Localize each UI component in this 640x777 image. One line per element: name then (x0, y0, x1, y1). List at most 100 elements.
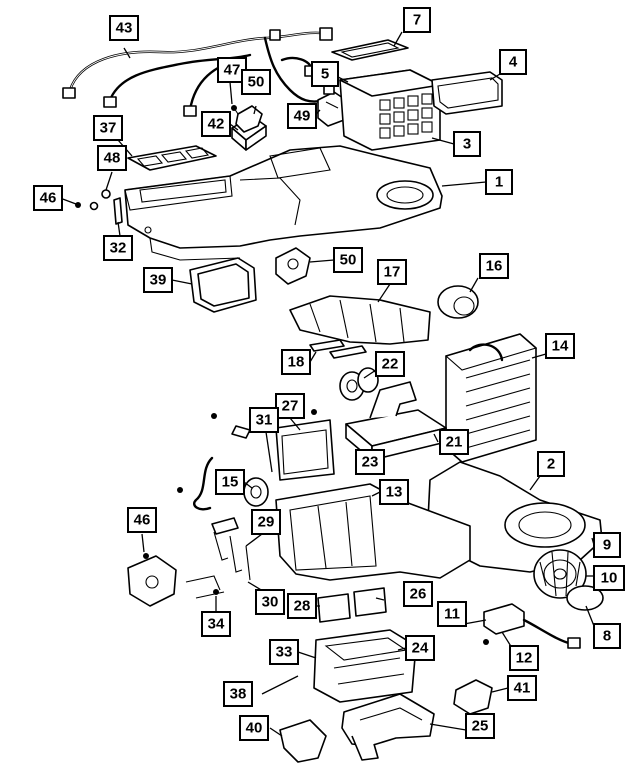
callout-46-bottom: 46 (127, 507, 157, 533)
callout-label: 1 (495, 174, 503, 191)
callout-7: 7 (403, 7, 431, 33)
callout-label: 50 (248, 74, 265, 91)
part-screw-47 (231, 105, 239, 115)
callout-25: 25 (465, 713, 495, 739)
callout-label: 21 (446, 434, 463, 451)
callout-33: 33 (269, 639, 299, 665)
callout-label: 30 (262, 594, 279, 611)
callout-30: 30 (255, 589, 285, 615)
part-gasket-39 (189, 257, 257, 313)
part-seal-7 (331, 39, 409, 61)
callout-50-lower: 50 (333, 247, 363, 273)
callout-43: 43 (109, 15, 139, 41)
callout-label: 46 (40, 190, 57, 207)
callout-label: 28 (294, 598, 311, 615)
part-duct-25 (341, 693, 435, 761)
callout-label: 14 (552, 338, 569, 355)
callout-label: 43 (116, 20, 133, 37)
callout-label: 24 (412, 640, 429, 657)
callout-label: 38 (230, 686, 247, 703)
part-wiring-harness (62, 27, 333, 117)
callout-26: 26 (403, 581, 433, 607)
part-linkages (127, 397, 317, 607)
callout-8: 8 (593, 623, 621, 649)
callout-31: 31 (249, 407, 279, 433)
callout-27: 27 (275, 393, 305, 419)
callout-23: 23 (355, 449, 385, 475)
callout-46-top: 46 (33, 185, 63, 211)
callout-32: 32 (103, 235, 133, 261)
part-heater-core (345, 381, 447, 461)
part-resistor-11 (483, 603, 581, 649)
callout-label: 8 (603, 628, 611, 645)
callout-1: 1 (485, 169, 513, 195)
callout-4: 4 (499, 49, 527, 75)
callout-label: 26 (410, 586, 427, 603)
callout-label: 5 (321, 66, 329, 83)
callout-label: 22 (382, 356, 399, 373)
callout-42: 42 (201, 111, 231, 137)
part-housing-3-5 (339, 69, 441, 151)
callout-label: 10 (601, 570, 618, 587)
callout-label: 9 (603, 537, 611, 554)
callout-label: 16 (486, 258, 503, 275)
callout-label: 23 (362, 454, 379, 471)
callout-16: 16 (479, 253, 509, 279)
callout-label: 37 (100, 120, 117, 137)
callout-label: 4 (509, 54, 518, 71)
part-duct-41 (453, 679, 493, 715)
callout-label: 3 (463, 136, 471, 153)
callout-12: 12 (509, 645, 539, 671)
part-gasket-37 (127, 145, 217, 171)
callout-label: 49 (294, 108, 311, 125)
callout-label: 11 (444, 606, 460, 623)
callout-10: 10 (593, 565, 625, 591)
callout-38: 38 (223, 681, 253, 707)
callout-label: 40 (246, 720, 263, 737)
callout-40: 40 (239, 715, 269, 741)
callout-24: 24 (405, 635, 435, 661)
callout-2: 2 (537, 451, 565, 477)
callout-28: 28 (287, 593, 317, 619)
callout-14: 14 (545, 333, 575, 359)
callout-label: 18 (288, 354, 305, 371)
part-duct-17 (289, 295, 431, 345)
callout-label: 33 (276, 644, 293, 661)
callout-label: 29 (258, 514, 275, 531)
part-disc-15 (243, 477, 269, 507)
callout-label: 42 (208, 116, 225, 133)
callout-49: 49 (287, 103, 317, 129)
callout-label: 34 (208, 616, 225, 633)
callout-label: 17 (384, 264, 401, 281)
callout-15: 15 (215, 469, 245, 495)
callout-label: 41 (514, 680, 531, 697)
part-lower-case (313, 629, 417, 703)
part-filter-4 (431, 71, 503, 115)
part-upper-housing-1 (124, 145, 443, 261)
callout-label: 2 (547, 456, 555, 473)
callout-label: 50 (340, 252, 357, 269)
part-blower-motor-9 (566, 585, 604, 611)
part-doors-26-28 (317, 587, 387, 623)
callout-29: 29 (251, 509, 281, 535)
part-blower-housing-2 (427, 461, 603, 573)
callout-label: 48 (104, 150, 121, 167)
callout-label: 25 (472, 718, 489, 735)
callout-5: 5 (311, 61, 339, 87)
callout-label: 32 (110, 240, 127, 257)
part-seals-18 (309, 339, 367, 359)
part-door-27 (275, 419, 335, 481)
part-actuator-50-upper (235, 105, 263, 133)
callout-label: 31 (256, 412, 273, 429)
callout-41: 41 (507, 675, 537, 701)
callout-label: 15 (222, 474, 239, 491)
callout-34: 34 (201, 611, 231, 637)
part-cap-16 (437, 285, 479, 319)
callout-21: 21 (439, 429, 469, 455)
callout-3: 3 (453, 131, 481, 157)
callout-label: 47 (224, 62, 241, 79)
part-outlet-40 (279, 719, 327, 763)
part-blower-wheel-10 (533, 549, 587, 599)
part-actuator-50-lower (275, 247, 311, 285)
